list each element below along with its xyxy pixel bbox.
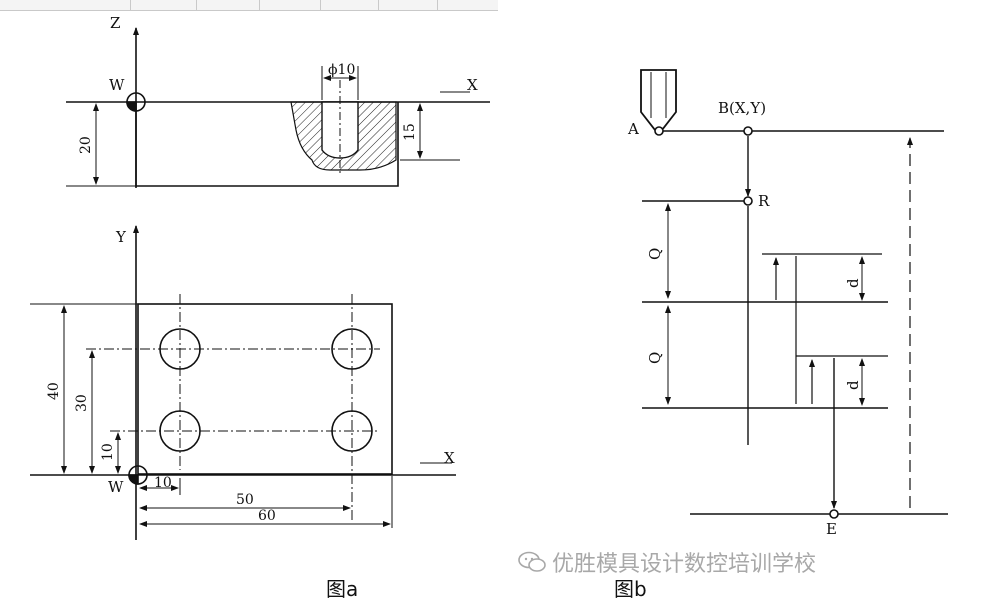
wechat-icon: [518, 551, 546, 572]
point-a-label: A: [627, 120, 639, 138]
dim-10y-text: 10: [100, 443, 116, 461]
point-a-marker: [654, 126, 664, 136]
top-table-strip: [0, 0, 498, 11]
dim-50-text: 50: [236, 492, 254, 508]
y-axis-label: Y: [115, 228, 127, 246]
point-r-label: R: [758, 192, 770, 210]
plate-outline: [137, 303, 393, 475]
origin-w-fill-plan: [128, 474, 139, 485]
table-cell-divider: [437, 0, 438, 10]
point-e-marker: [829, 509, 839, 519]
watermark: 优胜模具设计数控培训学校: [518, 546, 816, 578]
watermark-text: 优胜模具设计数控培训学校: [552, 552, 817, 577]
dim-d2-text: d: [844, 380, 862, 390]
table-cell-divider: [320, 0, 321, 10]
table-cell-divider: [259, 0, 260, 10]
dim-20-text: 20: [78, 136, 94, 154]
dim-15-text: 15: [402, 123, 418, 141]
drill-tool: [640, 69, 677, 131]
figure-b-caption: 图b: [614, 577, 647, 601]
figure-b-cycle: [640, 69, 948, 519]
dim-d1-text: d: [844, 278, 862, 288]
x-axis-label-plan: X: [444, 449, 455, 467]
point-b-marker: [743, 126, 753, 136]
figure-a-caption: 图a: [326, 577, 359, 601]
table-cell-divider: [130, 0, 131, 10]
part-outline: [135, 102, 399, 187]
dim-40-text: 40: [46, 382, 62, 400]
z-axis-label: Z: [110, 14, 120, 32]
origin-w-label-side: W: [109, 76, 125, 94]
dim-10x-text: 10: [154, 475, 172, 491]
table-cell-divider: [378, 0, 379, 10]
dim-q1-text: Q: [646, 248, 664, 260]
origin-w-fill: [126, 101, 137, 112]
point-r-marker: [743, 196, 753, 206]
dim-60-text: 60: [258, 508, 276, 524]
table-cell-divider: [196, 0, 197, 10]
point-b-label: B(X,Y): [718, 99, 766, 117]
dim-30-text: 30: [74, 394, 90, 412]
dim-q2-text: Q: [646, 352, 664, 364]
figure-a-side-view: [66, 27, 490, 188]
x-axis-label-side: X: [467, 76, 478, 94]
figure-a-plan-view: [30, 225, 456, 540]
origin-w-label-plan: W: [108, 478, 124, 496]
dim-phi10-text: ϕ10: [328, 62, 355, 78]
point-e-label: E: [826, 520, 837, 538]
